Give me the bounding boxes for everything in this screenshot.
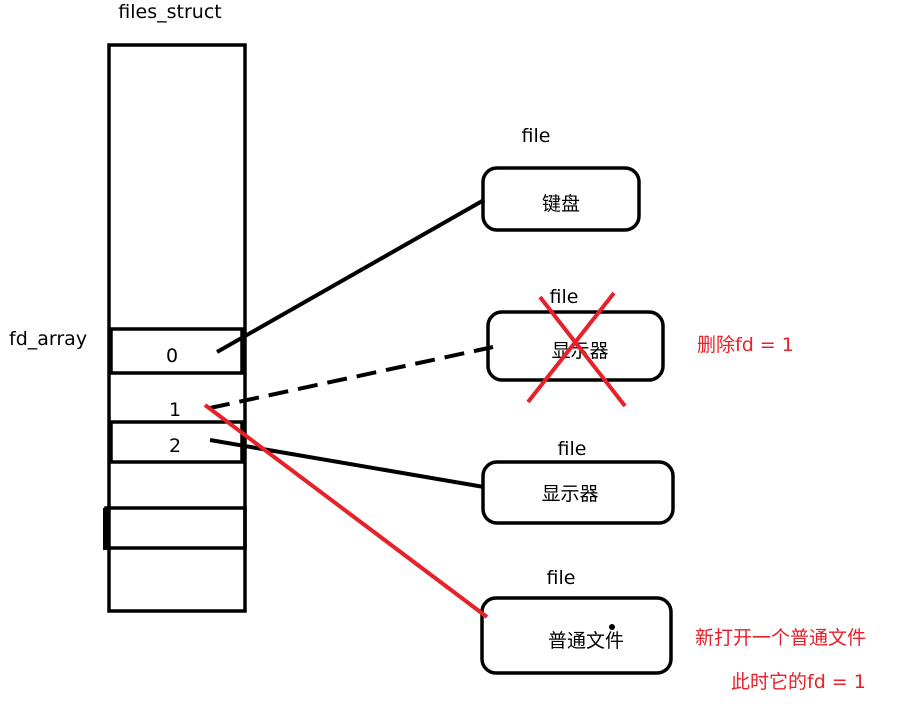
- pointer-fd2-display: [209, 438, 485, 489]
- struct-title: files_struct: [118, 1, 221, 23]
- file-box-regular: [480, 596, 673, 675]
- file-content-display: 显示器: [541, 483, 598, 505]
- file-content-regular: 普通文件: [548, 630, 624, 652]
- fd-slot-2: [109, 420, 244, 464]
- annotation-delete-fd1: 删除fd = 1: [697, 334, 794, 356]
- pointer-fd1-old-display-dashed: [209, 345, 494, 410]
- cursor-dot: [609, 624, 615, 630]
- files-struct-box: [107, 43, 247, 613]
- delete-cross-line-b: [538, 295, 627, 408]
- delete-cross-line-a: [526, 291, 616, 404]
- fd-index-2: 2: [169, 435, 181, 457]
- file-heading-regular: file: [547, 567, 576, 589]
- file-box-display: [481, 460, 675, 525]
- pointer-fd1-regular-file: [203, 403, 489, 619]
- file-content-keyboard: 键盘: [542, 193, 580, 215]
- annotation-now-fd1: 此时它的fd = 1: [731, 671, 866, 693]
- fd-slot-empty: [104, 506, 247, 550]
- pointer-fd0-keyboard: [216, 198, 485, 354]
- file-box-display-old: [486, 310, 665, 382]
- annotation-open-new-file: 新打开一个普通文件: [695, 627, 866, 649]
- fd-slot-0: [109, 327, 244, 375]
- fd-array-label: fd_array: [9, 328, 87, 350]
- file-heading-display-old: file: [550, 286, 579, 308]
- file-heading-keyboard: file: [522, 125, 551, 147]
- file-heading-display: file: [558, 438, 587, 460]
- fd-index-1: 1: [169, 399, 181, 421]
- fd-index-0: 0: [166, 345, 178, 367]
